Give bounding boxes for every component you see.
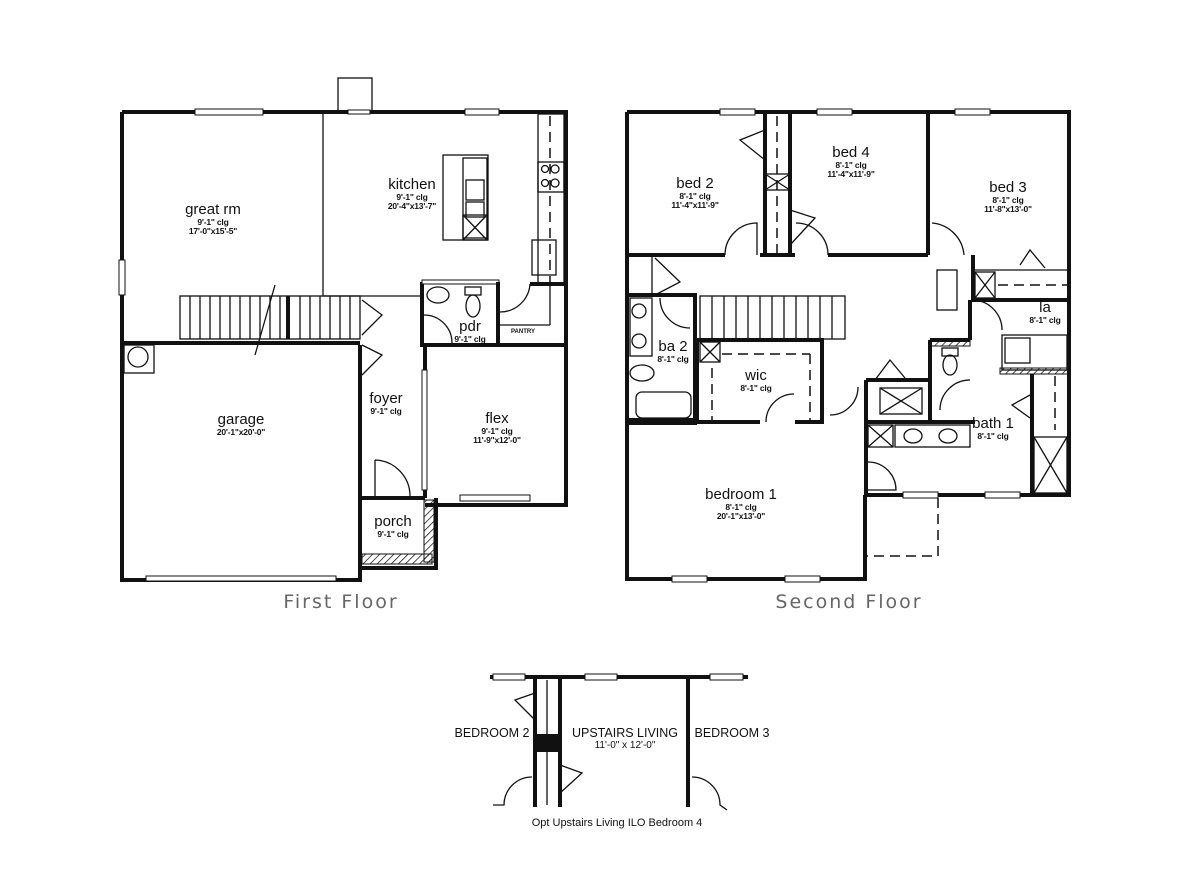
first-floor-caption: First Floor — [283, 591, 399, 613]
room-name: bed 2 — [676, 175, 714, 192]
room-ceiling: 8'-1" clg — [977, 430, 1009, 441]
room-ceiling: 9'-1" clg — [396, 191, 428, 202]
room-ceiling: 9'-1" clg — [197, 216, 229, 227]
room-ceiling: 9'-1" clg — [370, 405, 402, 416]
room-bed-3: bed 3 8'-1" clg 11'-8"x13'-0" — [984, 180, 1032, 214]
room-bedroom-1: bedroom 1 8'-1" clg 20'-1"x13'-0" — [705, 487, 777, 521]
room-pdr: pdr 9'-1" clg — [454, 319, 485, 344]
second-floor-plan — [625, 108, 1071, 583]
room-ceiling: 9'-1" clg — [481, 425, 513, 436]
option-plan — [490, 673, 748, 811]
room-ceiling: 8'-1" clg — [992, 194, 1024, 205]
room-bed-2: bed 2 8'-1" clg 11'-4"x11'-9" — [671, 175, 719, 210]
room-ceiling: 8'-1" clg — [1029, 314, 1061, 325]
room-kitchen: kitchen 9'-1" clg 20'-4"x13'-7" — [388, 177, 436, 211]
room-size: 17'-0"x15'-5" — [188, 225, 238, 236]
option-upstairs-living-label: UPSTAIRS LIVING — [571, 726, 679, 740]
room-porch: porch 9'-1" clg — [374, 514, 412, 539]
option-upstairs-living-size: 11'-0" x 12'-0" — [594, 740, 656, 751]
room-size: 11'-9"x12'-0" — [473, 434, 521, 445]
room-name: bedroom 1 — [705, 486, 777, 503]
room-foyer: foyer 9'-1" clg — [369, 391, 402, 416]
room-name: la — [1039, 299, 1051, 316]
room-pantry: PANTRY — [511, 329, 535, 335]
room-name: porch — [374, 513, 412, 530]
room-flex: flex 9'-1" clg 11'-9"x12'-0" — [473, 411, 521, 445]
room-garage: garage 20'-1"x20'-0" — [217, 412, 265, 437]
room-size: 20'-1"x20'-0" — [216, 426, 266, 437]
option-bedroom-2-label: BEDROOM 2 — [454, 726, 530, 740]
room-ceiling: 8'-1" clg — [835, 159, 867, 170]
room-size: 20'-4"x13'-7" — [387, 200, 437, 211]
room-wic: wic 8'-1" clg — [740, 368, 771, 393]
room-ceiling: 9'-1" clg — [454, 333, 486, 344]
room-ceiling: 8'-1" clg — [679, 190, 711, 201]
option-bedroom-3-label: BEDROOM 3 — [694, 726, 770, 740]
room-name: foyer — [369, 390, 403, 407]
option-caption: Opt Upstairs Living ILO Bedroom 4 — [531, 817, 703, 829]
room-ceiling: 8'-1" clg — [657, 353, 689, 364]
room-bed-4: bed 4 8'-1" clg 11'-4"x11'-9" — [827, 144, 875, 179]
room-name: garage — [217, 411, 265, 428]
room-name: great rm — [185, 201, 241, 218]
room-name: wic — [745, 367, 767, 384]
room-ceiling: 8'-1" clg — [725, 501, 757, 512]
room-size: 11'-4"x11'-9" — [671, 199, 719, 210]
second-floor-caption: Second Floor — [775, 591, 923, 613]
room-name: flex — [485, 410, 509, 427]
room-great-rm: great rm 9'-1" clg 17'-0"x15'-5" — [185, 202, 241, 236]
room-ba-2: ba 2 8'-1" clg — [657, 339, 688, 364]
room-size: 11'-4"x11'-9" — [827, 168, 875, 179]
room-ceiling: 8'-1" clg — [740, 382, 772, 393]
first-floor-plan — [118, 77, 568, 582]
room-name: bath 1 — [972, 415, 1014, 432]
room-name: bed 3 — [989, 179, 1027, 196]
room-size: 20'-1"x13'-0" — [716, 510, 766, 521]
room-name: ba 2 — [658, 338, 688, 355]
room-name: bed 4 — [832, 144, 870, 161]
room-name: pdr — [459, 318, 481, 335]
room-name: kitchen — [388, 176, 436, 193]
room-bath-1: bath 1 8'-1" clg — [972, 416, 1014, 441]
room-la: la 8'-1" clg — [1029, 300, 1060, 325]
room-ceiling: 9'-1" clg — [377, 528, 409, 539]
room-size: 11'-8"x13'-0" — [984, 203, 1032, 214]
